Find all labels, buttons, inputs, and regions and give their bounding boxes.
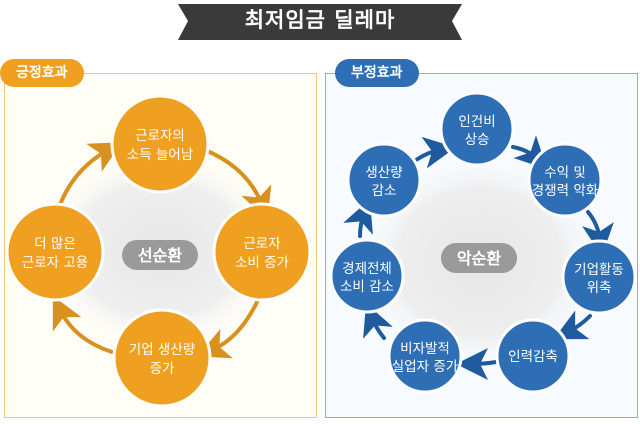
- arrow-negative-2-to-3: [582, 210, 614, 256]
- svg-text:실업자 증가: 실업자 증가: [392, 359, 458, 375]
- negative-node-business-activity: 기업활동 위축: [561, 239, 637, 315]
- arrow-negative-4-to-5: [456, 347, 498, 380]
- negative-node-production: 생산량 감소: [346, 142, 422, 218]
- svg-text:소비 증가: 소비 증가: [235, 255, 289, 271]
- negative-node-consumption: 경제전체 소비 감소: [329, 238, 405, 314]
- svg-text:기업 생산량: 기업 생산량: [129, 342, 195, 358]
- svg-text:증가: 증가: [150, 361, 175, 377]
- svg-text:근로자: 근로자: [243, 236, 281, 252]
- title-banner: [178, 4, 462, 40]
- svg-text:경제전체: 경제전체: [342, 261, 392, 277]
- svg-text:수익 및: 수익 및: [544, 165, 586, 181]
- positive-node-income: 근로자의 소득 늘어남: [110, 94, 210, 194]
- svg-text:인력감축: 인력감축: [508, 349, 558, 365]
- svg-text:감소: 감소: [372, 183, 397, 199]
- vicious-cycle-badge: 악순환: [441, 243, 517, 273]
- svg-text:경쟁력 악화: 경쟁력 악화: [532, 183, 598, 199]
- arrow-positive-3-to-4: [52, 295, 114, 354]
- arrow-positive-1-to-2: [203, 148, 272, 220]
- svg-text:인건비: 인건비: [458, 114, 495, 130]
- positive-cycle-arrows: [52, 142, 272, 359]
- page-title: 최저임금 딜레마: [244, 8, 396, 32]
- svg-text:생산량: 생산량: [365, 165, 402, 181]
- arrow-positive-4-to-1: [56, 142, 122, 212]
- arrow-positive-2-to-3: [197, 298, 260, 359]
- svg-text:근로자의: 근로자의: [135, 128, 185, 144]
- svg-text:소비 감소: 소비 감소: [340, 279, 394, 295]
- svg-text:기업활동: 기업활동: [574, 262, 624, 278]
- virtuous-cycle-badge: 선순환: [122, 240, 198, 270]
- negative-node-unemployment: 비자발적 실업자 증가: [387, 318, 463, 394]
- svg-text:상승: 상승: [465, 132, 490, 148]
- negative-cycle-arrows: [343, 135, 614, 380]
- svg-text:더 많은: 더 많은: [34, 236, 76, 252]
- svg-text:근로자 고용: 근로자 고용: [22, 255, 88, 271]
- negative-effect-tag: 부정효과: [335, 59, 419, 87]
- arrow-negative-5-to-6: [363, 303, 393, 340]
- arrow-negative-1-to-2: [511, 135, 548, 170]
- positive-node-production: 기업 생산량 증가: [112, 308, 212, 408]
- negative-node-labor-cost: 인건비 상승: [439, 91, 515, 167]
- svg-text:위축: 위축: [587, 280, 612, 296]
- svg-text:악순환: 악순환: [457, 249, 501, 268]
- negative-node-competitiveness: 수익 및 경쟁력 악화: [527, 142, 603, 218]
- positive-node-employment: 더 많은 근로자 고용: [5, 202, 105, 302]
- positive-node-consumption: 근로자 소비 증가: [212, 202, 312, 302]
- arrow-negative-3-to-4: [553, 310, 592, 340]
- arrow-negative-7-to-1: [414, 136, 456, 169]
- svg-text:비자발적: 비자발적: [400, 341, 450, 357]
- positive-effect-tag: 긍정효과: [0, 59, 84, 87]
- svg-text:선순환: 선순환: [138, 246, 182, 265]
- svg-text:소득 늘어남: 소득 늘어남: [127, 147, 193, 163]
- arrow-negative-6-to-7: [343, 199, 373, 238]
- negative-node-workforce-reduction: 인력감축: [495, 318, 571, 394]
